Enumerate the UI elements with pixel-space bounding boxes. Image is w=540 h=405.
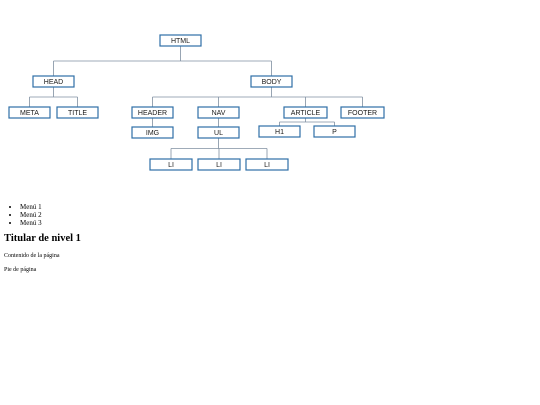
node-meta: META <box>8 106 51 119</box>
node-li1: LI <box>149 158 193 171</box>
node-li1-box <box>149 158 193 171</box>
node-header: HEADER <box>131 106 174 119</box>
node-html-box <box>159 34 202 47</box>
node-article: ARTICLE <box>283 106 328 119</box>
node-head: HEAD <box>32 75 75 88</box>
node-li3-box <box>245 158 289 171</box>
node-nav-label: NAV <box>212 110 226 117</box>
node-h1: H1 <box>258 125 301 138</box>
node-title: TITLE <box>56 106 99 119</box>
tree-connectors <box>29 46 363 159</box>
node-meta-label: META <box>20 110 39 117</box>
node-article-label: ARTICLE <box>291 110 321 117</box>
node-header-box <box>131 106 174 119</box>
node-nav: NAV <box>197 106 240 119</box>
node-h1-label: H1 <box>275 129 284 136</box>
node-p: P <box>313 125 356 138</box>
menu-item-2: Menú 2 <box>20 211 81 220</box>
node-head-box <box>32 75 75 88</box>
node-footer-box <box>340 106 385 119</box>
node-img: IMG <box>131 126 174 139</box>
node-ul-label: UL <box>214 130 223 137</box>
node-ul-box <box>197 126 240 139</box>
node-ul: UL <box>197 126 240 139</box>
node-p-label: P <box>332 129 337 136</box>
node-h1-box <box>258 125 301 138</box>
menu-item-1: Menú 1 <box>20 203 81 212</box>
node-li3: LI <box>245 158 289 171</box>
node-footer: FOOTER <box>340 106 385 119</box>
node-li2-label: LI <box>216 162 222 169</box>
menu-item-3: Menú 3 <box>20 219 81 228</box>
node-html: HTML <box>159 34 202 47</box>
node-meta-box <box>8 106 51 119</box>
node-img-label: IMG <box>146 130 159 137</box>
node-header-label: HEADER <box>138 110 167 117</box>
node-article-box <box>283 106 328 119</box>
page-heading: Titular de nivel 1 <box>4 233 81 245</box>
node-title-label: TITLE <box>68 110 87 117</box>
page-content-text: Contenido de la página <box>4 253 60 260</box>
node-title-box <box>56 106 99 119</box>
page-footer-text: Pie de página <box>4 267 37 274</box>
node-li3-label: LI <box>264 162 270 169</box>
node-p-box <box>313 125 356 138</box>
node-body-box <box>250 75 293 88</box>
rendered-page-content: Menú 1 Menú 2 Menú 3 Titular de nivel 1 … <box>4 203 81 274</box>
node-li2: LI <box>197 158 241 171</box>
node-body-label: BODY <box>262 79 282 86</box>
node-html-label: HTML <box>171 38 190 45</box>
menu-list: Menú 1 Menú 2 Menú 3 <box>4 203 81 228</box>
node-nav-box <box>197 106 240 119</box>
node-body: BODY <box>250 75 293 88</box>
node-li1-label: LI <box>168 162 174 169</box>
node-head-label: HEAD <box>44 79 63 86</box>
node-li2-box <box>197 158 241 171</box>
tree-nodes: HTML HEAD BODY META TITLE HEADER NAV ARTICLE FOO… <box>8 34 385 171</box>
node-footer-label: FOOTER <box>348 110 377 117</box>
dom-tree-diagram: HTML HEAD BODY META TITLE HEADER NAV ARTICLE FOO… <box>8 34 385 171</box>
node-img-box <box>131 126 174 139</box>
